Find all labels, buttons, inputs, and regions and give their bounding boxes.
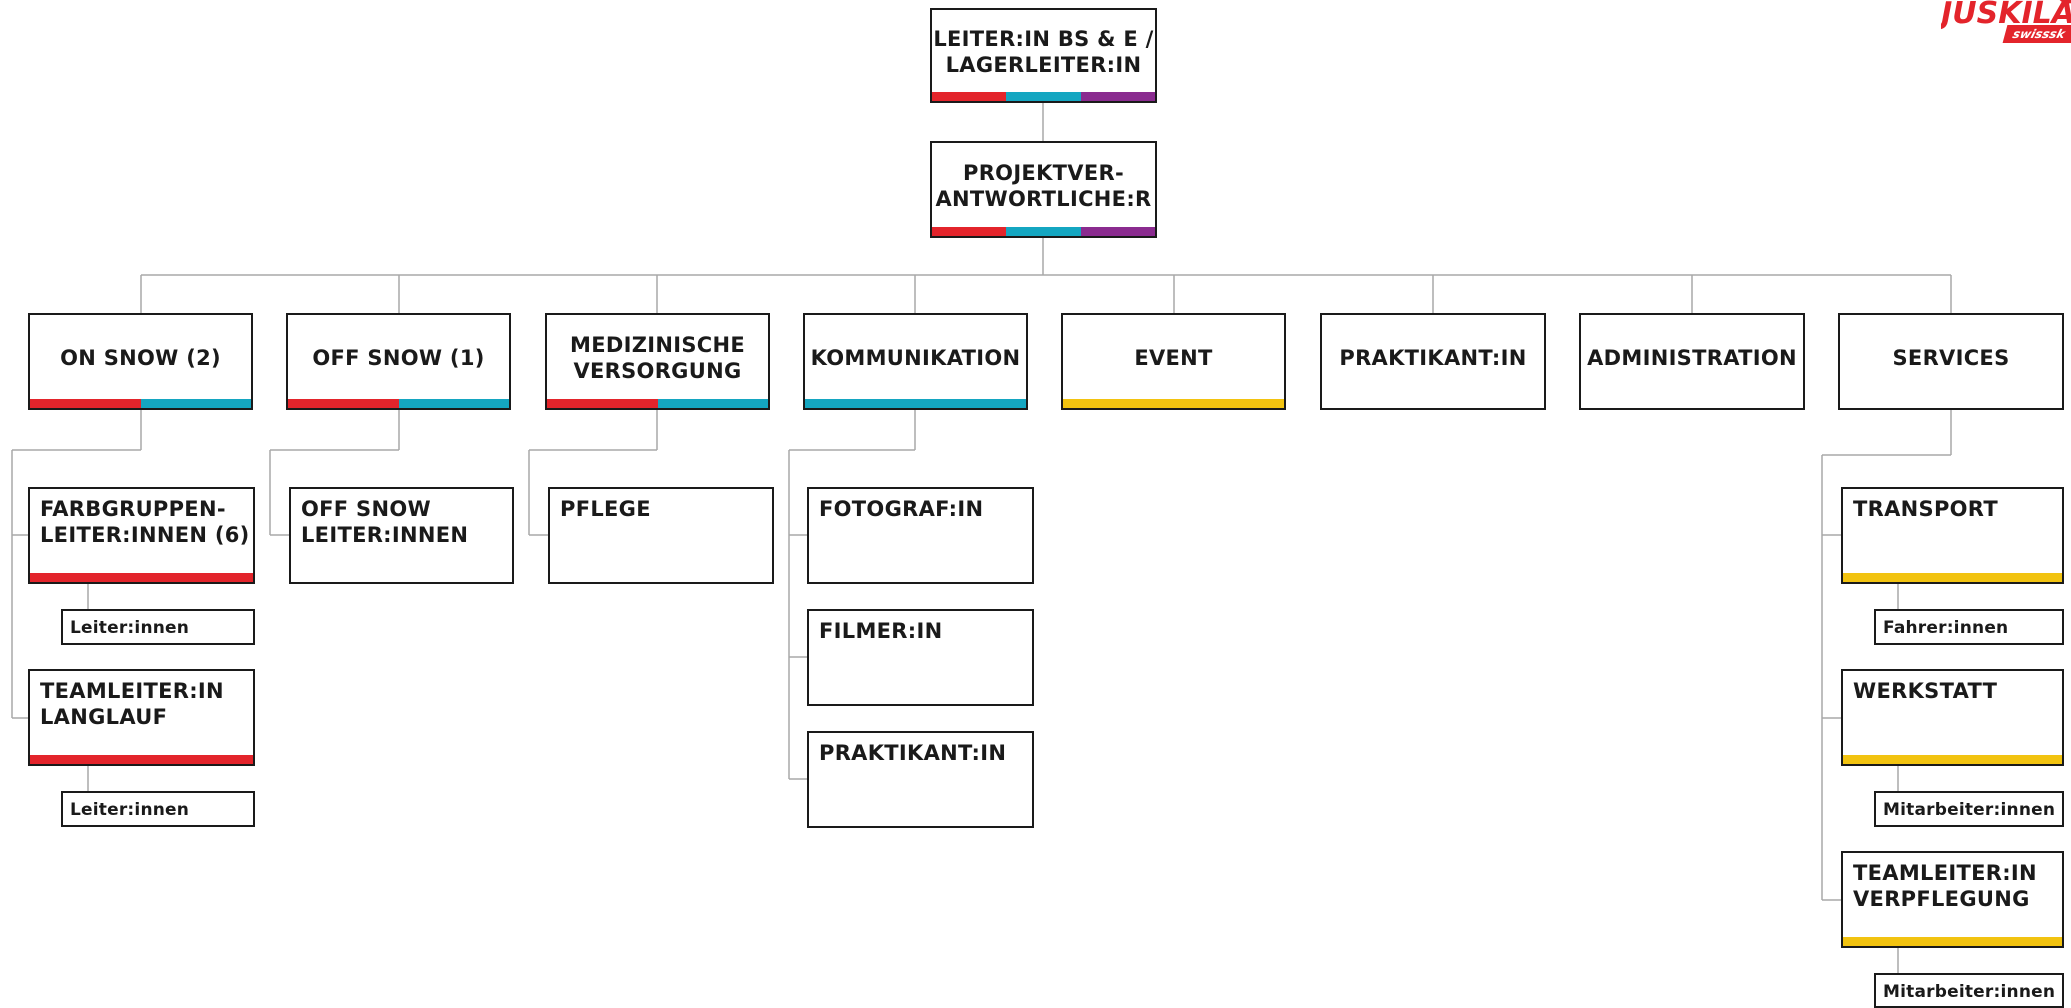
color-stripe-cyan <box>398 399 509 408</box>
color-stripe-cyan <box>1006 227 1081 236</box>
org-node-administration: ADMINISTRATION <box>1579 313 1805 410</box>
org-node-label: TEAMLEITER:IN LANGLAUF <box>40 679 224 729</box>
org-node-label: MEDIZINISCHE VERSORGUNG <box>570 332 745 383</box>
color-stripe-bar <box>30 755 253 764</box>
color-stripe-red <box>30 573 253 582</box>
org-node-kommunikation: KOMMUNIKATION <box>803 313 1028 410</box>
org-node-mitarbeiter1: Mitarbeiter:innen <box>1874 791 2064 827</box>
color-stripe-yellow <box>1063 399 1284 408</box>
color-stripe-bar <box>547 399 768 408</box>
color-stripe-red <box>30 399 141 408</box>
juskila-logo: C JUSKILA swisssk <box>1941 0 2071 52</box>
color-stripe-red <box>932 227 1007 236</box>
org-node-offsnowleiter: OFF SNOW LEITER:INNEN <box>289 487 514 584</box>
org-node-label: Leiter:innen <box>70 800 190 820</box>
color-stripe-purple <box>1080 92 1155 101</box>
org-node-label: PROJEKTVER- ANTWORTLICHE:R <box>935 160 1152 211</box>
org-node-label: OFF SNOW (1) <box>312 345 485 370</box>
color-stripe-bar <box>1843 755 2062 764</box>
logo-text-top: C <box>2057 0 2071 11</box>
org-node-services: SERVICES <box>1838 313 2064 410</box>
color-stripe-cyan <box>805 399 1026 408</box>
org-node-praktikant: PRAKTIKANT:IN <box>1320 313 1546 410</box>
org-node-farbgruppen: FARBGRUPPEN- LEITER:INNEN (6) <box>28 487 255 584</box>
org-node-filmer: FILMER:IN <box>807 609 1034 706</box>
org-node-label: PRAKTIKANT:IN <box>1339 345 1527 370</box>
org-node-label: PRAKTIKANT:IN <box>819 741 1007 765</box>
org-node-label: ADMINISTRATION <box>1587 345 1797 370</box>
color-stripe-bar <box>932 227 1155 236</box>
org-node-onsnow: ON SNOW (2) <box>28 313 253 410</box>
org-node-fahrer: Fahrer:innen <box>1874 609 2064 645</box>
org-node-werkstatt: WERKSTATT <box>1841 669 2064 766</box>
org-node-label: FILMER:IN <box>819 619 943 643</box>
org-node-medizin: MEDIZINISCHE VERSORGUNG <box>545 313 770 410</box>
color-stripe-yellow <box>1843 755 2062 764</box>
org-node-label: Leiter:innen <box>70 618 190 638</box>
color-stripe-bar <box>288 399 509 408</box>
color-stripe-red <box>547 399 658 408</box>
color-stripe-yellow <box>1843 573 2062 582</box>
org-node-mitarbeiter2: Mitarbeiter:innen <box>1874 973 2064 1008</box>
org-node-leiter: LEITER:IN BS & E / LAGERLEITER:IN <box>930 8 1157 103</box>
org-node-label: WERKSTATT <box>1853 679 1998 703</box>
org-node-label: TEAMLEITER:IN VERPFLEGUNG <box>1853 861 2037 911</box>
logo-badge: swisssk <box>2002 25 2071 43</box>
color-stripe-cyan <box>657 399 768 408</box>
org-node-label: Mitarbeiter:innen <box>1883 800 2056 820</box>
org-node-label: PFLEGE <box>560 497 651 521</box>
org-node-label: OFF SNOW LEITER:INNEN <box>301 497 469 547</box>
org-node-label: EVENT <box>1134 345 1213 370</box>
org-node-label: ON SNOW (2) <box>60 345 221 370</box>
color-stripe-cyan <box>1006 92 1081 101</box>
color-stripe-bar <box>1063 399 1284 408</box>
org-node-leiterinnen2: Leiter:innen <box>61 791 255 827</box>
color-stripe-red <box>932 92 1007 101</box>
org-node-label: KOMMUNIKATION <box>810 345 1021 370</box>
color-stripe-bar <box>30 399 251 408</box>
org-node-leiterinnen1: Leiter:innen <box>61 609 255 645</box>
org-node-label: TRANSPORT <box>1853 497 1998 521</box>
org-node-transport: TRANSPORT <box>1841 487 2064 584</box>
color-stripe-yellow <box>1843 937 2062 946</box>
org-node-label: FOTOGRAF:IN <box>819 497 984 521</box>
org-node-projekt: PROJEKTVER- ANTWORTLICHE:R <box>930 141 1157 238</box>
color-stripe-bar <box>1843 573 2062 582</box>
color-stripe-red <box>30 755 253 764</box>
color-stripe-purple <box>1080 227 1155 236</box>
org-node-teamverpflegung: TEAMLEITER:IN VERPFLEGUNG <box>1841 851 2064 948</box>
org-node-label: FARBGRUPPEN- LEITER:INNEN (6) <box>40 497 250 547</box>
org-node-label: Mitarbeiter:innen <box>1883 982 2056 1002</box>
org-node-offsnow: OFF SNOW (1) <box>286 313 511 410</box>
color-stripe-bar <box>1843 937 2062 946</box>
org-node-praktikant2: PRAKTIKANT:IN <box>807 731 1034 828</box>
color-stripe-red <box>288 399 399 408</box>
org-node-pflege: PFLEGE <box>548 487 774 584</box>
color-stripe-cyan <box>140 399 251 408</box>
color-stripe-bar <box>30 573 253 582</box>
org-node-label: SERVICES <box>1892 345 2010 370</box>
color-stripe-bar <box>805 399 1026 408</box>
color-stripe-bar <box>932 92 1155 101</box>
org-node-label: LEITER:IN BS & E / LAGERLEITER:IN <box>933 26 1154 77</box>
org-node-teamlanglauf: TEAMLEITER:IN LANGLAUF <box>28 669 255 766</box>
org-node-label: Fahrer:innen <box>1883 618 2009 638</box>
org-node-fotograf: FOTOGRAF:IN <box>807 487 1034 584</box>
org-node-event: EVENT <box>1061 313 1286 410</box>
